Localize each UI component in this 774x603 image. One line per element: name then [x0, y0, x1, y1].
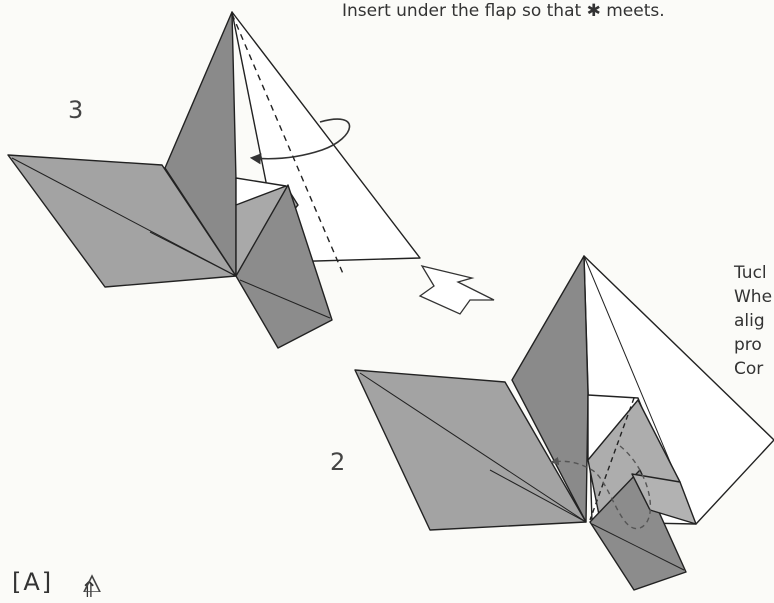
step2-figure — [355, 256, 774, 590]
step3-figure — [8, 12, 420, 348]
step-transition-arrow — [420, 266, 494, 314]
next-step-arrow-icon — [84, 576, 100, 592]
